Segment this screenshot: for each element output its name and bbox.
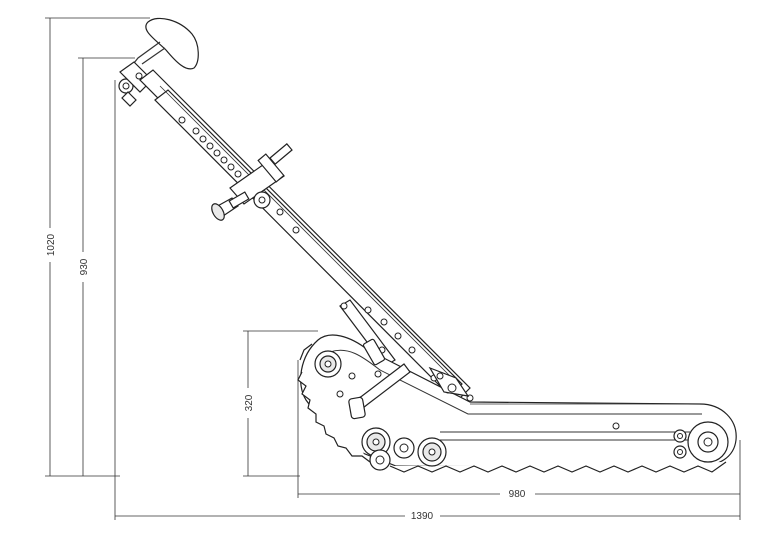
- dimension-1020: 1020: [45, 17, 150, 477]
- dim-label-1390: 1390: [411, 511, 434, 522]
- wheel-lower-3: [393, 437, 415, 459]
- dim-label-1020: 1020: [46, 233, 57, 256]
- wheel-lower-1: [361, 427, 391, 457]
- wheel-rear: [673, 421, 729, 463]
- main-column: [139, 69, 471, 401]
- side-handle-clamp: [211, 143, 293, 221]
- track-teeth: [297, 343, 727, 473]
- dimension-320: 320: [243, 330, 318, 477]
- dimension-980: 980: [297, 360, 741, 520]
- wheel-lower-2: [369, 449, 391, 471]
- dimension-1390: 1390: [114, 80, 740, 522]
- dim-label-980: 980: [509, 489, 526, 500]
- dim-label-320: 320: [244, 394, 255, 411]
- wheel-lower-4: [417, 437, 447, 467]
- wheel-top-front: [314, 350, 342, 378]
- handle-grip: [129, 17, 199, 70]
- column-chassis-bracket: [428, 366, 470, 397]
- chassis-crossbar: [348, 338, 411, 420]
- track-chassis: [300, 334, 737, 467]
- dim-label-930: 930: [79, 258, 90, 275]
- dimension-930: 930: [78, 57, 135, 476]
